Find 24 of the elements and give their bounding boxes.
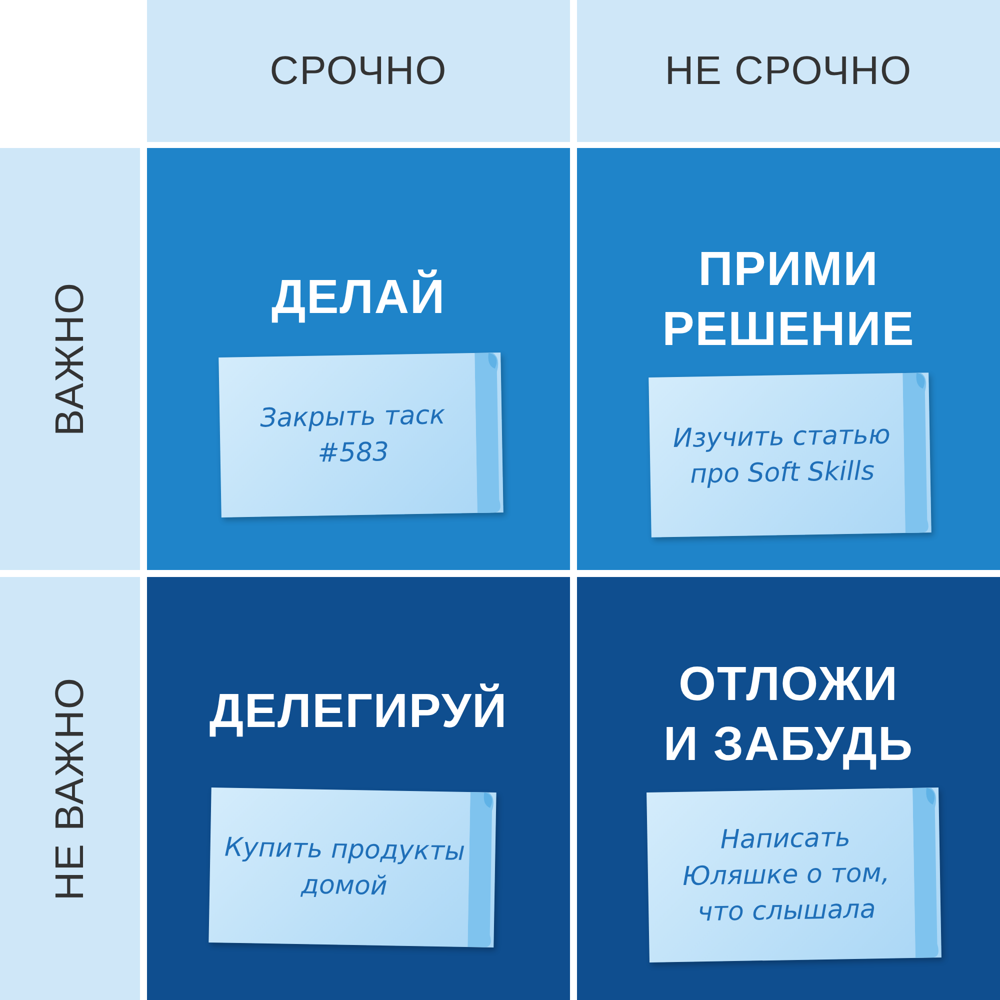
- sticky-note: [648, 372, 932, 538]
- row-header-text: ВАЖНО: [48, 282, 92, 436]
- note-text: Купить продукты домой: [223, 831, 466, 904]
- quadrant-panel: [147, 148, 570, 570]
- column-header-band: [577, 0, 1000, 142]
- quadrant-heading: ОТЛОЖИ И ЗАБУДЬ: [662, 657, 914, 773]
- note-text: Изучить статью про Soft Skills: [672, 419, 892, 492]
- row-header-band: [0, 577, 140, 1000]
- row-header-text: НЕ ВАЖНО: [48, 676, 92, 900]
- quadrant-heading: ДЕЛАЙ: [270, 268, 447, 326]
- quadrant-panel: [577, 148, 1000, 570]
- column-header-text: СРОЧНО: [270, 48, 448, 94]
- quadrant-panel: [577, 577, 1000, 1000]
- note-text: Закрыть таск #583: [258, 400, 447, 471]
- row-header-band: [0, 148, 140, 570]
- quadrant-heading: ПРИМИ РЕШЕНИЕ: [661, 242, 916, 358]
- column-header-band: [147, 0, 570, 142]
- sticky-note: [646, 787, 942, 963]
- sticky-note: [218, 352, 504, 518]
- column-header-text: НЕ СРОЧНО: [664, 48, 912, 94]
- quadrant-panel: [147, 577, 570, 1000]
- quadrant-heading: ДЕЛЕГИРУЙ: [208, 682, 509, 740]
- sticky-note: [208, 788, 496, 948]
- note-text: Написать Юляшке о том, что слышала: [681, 822, 891, 930]
